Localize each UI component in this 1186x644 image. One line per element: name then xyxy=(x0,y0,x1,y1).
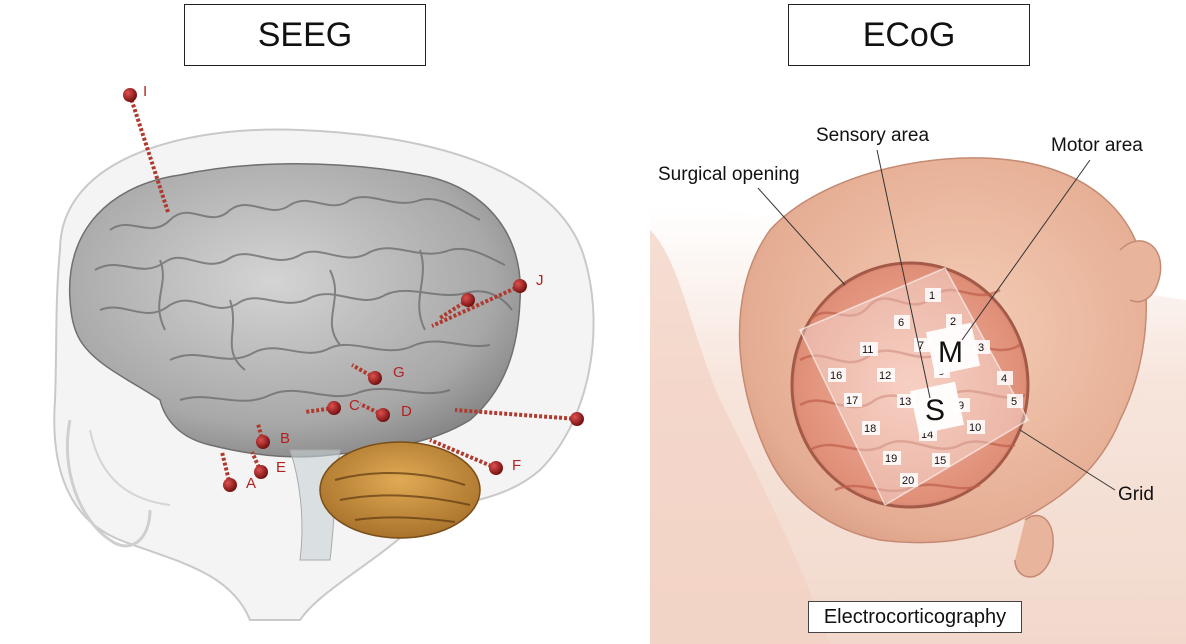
label-sensory-area: Sensory area xyxy=(816,125,929,146)
grid-number: 15 xyxy=(934,455,946,467)
grid-number: 6 xyxy=(898,317,904,329)
grid-number: 17 xyxy=(846,395,858,407)
brain-gyri xyxy=(94,196,513,402)
electrode-contact-d xyxy=(376,408,390,422)
motor-area-marker: M xyxy=(925,322,981,376)
ecog-illustration: 1 2 3 4 5 6 7 8 9 10 11 12 13 14 15 16 1… xyxy=(650,125,1186,644)
grid-number: 2 xyxy=(950,316,956,328)
electrode-contact-j xyxy=(513,279,527,293)
electrode-contact-f xyxy=(489,461,503,475)
electrode-contacts xyxy=(123,88,584,492)
electrode-label-c: C xyxy=(349,397,360,414)
leader-lines xyxy=(757,149,1116,491)
ear xyxy=(1119,240,1162,303)
grid-number: 12 xyxy=(879,370,891,382)
seeg-illustration: A B C D E F G I J xyxy=(53,83,595,621)
cerebellum xyxy=(319,441,481,539)
electrode-label-e: E xyxy=(276,459,286,476)
grid-number: 20 xyxy=(902,475,914,487)
electrode-contact-i xyxy=(123,88,137,102)
electrode-contact-b xyxy=(256,435,270,449)
grid-number: 11 xyxy=(862,344,873,356)
grid-number: 10 xyxy=(969,422,981,434)
grid-number: 4 xyxy=(1001,373,1007,385)
seeg-title: SEEG xyxy=(184,4,426,66)
label-motor-area: Motor area xyxy=(1051,135,1143,156)
electrode-label-i: I xyxy=(143,83,147,100)
label-grid: Grid xyxy=(1118,484,1154,505)
grid-number: 3 xyxy=(978,342,984,354)
lower-ear xyxy=(1014,514,1054,578)
electrode-label-b: B xyxy=(280,430,290,447)
electrode-label-d: D xyxy=(401,403,412,420)
grid-number: 19 xyxy=(885,453,897,465)
grid-number: 5 xyxy=(1011,396,1017,408)
ecog-title: ECoG xyxy=(788,4,1030,66)
electrode-contact-e xyxy=(254,465,268,479)
grid-number: 1 xyxy=(929,290,935,302)
grid-number: 7 xyxy=(918,340,924,352)
electrode-label-a: A xyxy=(246,475,256,492)
grid-number: 18 xyxy=(864,423,876,435)
electrode-contact-c xyxy=(327,401,341,415)
ecog-panel: 1 2 3 4 5 6 7 8 9 10 11 12 13 14 15 16 1… xyxy=(620,0,1186,644)
electrode-label-f: F xyxy=(512,457,521,474)
sensory-area-marker: S xyxy=(909,381,965,435)
seeg-panel: A B C D E F G I J SEEG xyxy=(53,4,595,621)
motor-area-letter: M xyxy=(938,336,963,369)
brain xyxy=(68,163,522,458)
electrode-label-j: J xyxy=(536,272,544,289)
electrode-contact-a xyxy=(223,478,237,492)
electrode-contact-d2 xyxy=(570,412,584,426)
grid-number: 13 xyxy=(899,396,911,408)
electrode-label-g: G xyxy=(393,364,405,381)
grid-number: 9 xyxy=(958,400,964,412)
electrode-contact-j2 xyxy=(461,293,475,307)
grid-number: 16 xyxy=(830,370,842,382)
label-surgical-opening: Surgical opening xyxy=(658,164,800,185)
electrode-contact-g xyxy=(368,371,382,385)
sensory-area-letter: S xyxy=(925,394,945,427)
ecog-caption: Electrocorticography xyxy=(808,601,1022,633)
